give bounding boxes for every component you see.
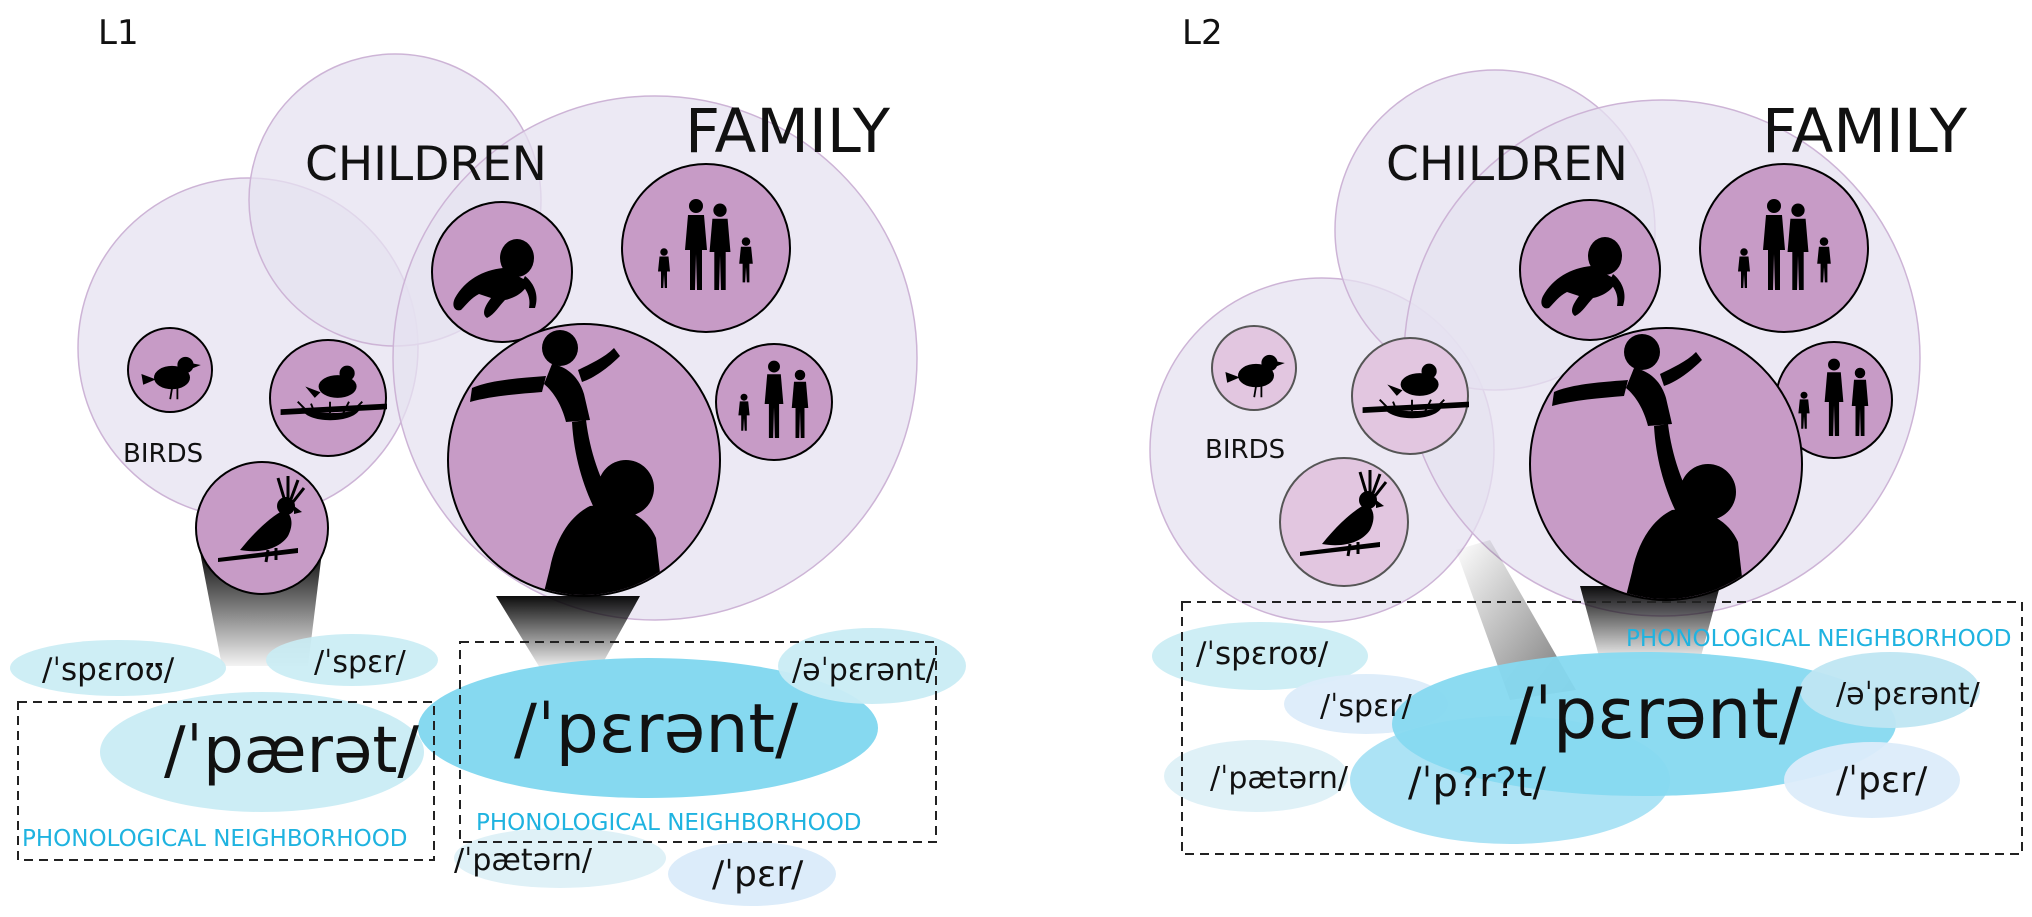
category-birds-l2: BIRDS [1205, 435, 1285, 465]
blob-parent-l1 [418, 658, 878, 798]
word-pattern-l1: /ˈpætərn/ [454, 843, 593, 878]
word-parent-l2: /ˈpɛrənt/ [1510, 673, 1803, 755]
blob-pattern-l2 [1164, 740, 1348, 812]
word-sparrow-l1: /ˈspɛroʊ/ [42, 652, 175, 688]
word-apparent-l2: /əˈpɛrənt/ [1836, 677, 1981, 712]
word-pair-l2: /ˈpɛr/ [1836, 760, 1928, 801]
blob-sparrow-l2 [1152, 622, 1368, 690]
panel-label-l2: L2 [1182, 13, 1223, 53]
word-pair-l1: /ˈpɛr/ [712, 854, 804, 895]
neighborhood-box-l2 [1181, 601, 2023, 855]
word-spur-l1: /ˈspɛr/ [314, 645, 407, 680]
neighborhood-label-parrot-l1: PHONOLOGICAL NEIGHBORHOOD [22, 826, 408, 852]
category-birds-l1: BIRDS [123, 439, 203, 469]
panel-l2: L2 CHILDREN FAMILY BIRDS [1149, 13, 2023, 855]
blob-parent-l2 [1392, 652, 1896, 796]
panel-label-l1: L1 [98, 13, 139, 53]
word-parent-l1: /ˈpɛrənt/ [514, 690, 798, 769]
concept-nest-l1 [269, 339, 387, 457]
beam-parent-l2 [1580, 586, 1720, 660]
word-sparrow-l2: /ˈspɛroʊ/ [1196, 636, 1329, 672]
blob-pair-l1 [668, 842, 836, 906]
blob-sparrow-l1 [10, 640, 226, 696]
panel-l1: L1 CHILDREN FAMILY BIRDS [10, 13, 966, 906]
category-family-l1: FAMILY [685, 96, 891, 167]
blob-apparent-l1 [778, 628, 966, 704]
blob-pair-l2 [1784, 742, 1960, 818]
blob-parrot-l1 [100, 692, 424, 812]
blob-spur-l1 [266, 634, 438, 686]
beam-parent-l1 [496, 596, 640, 668]
word-apparent-l1: /əˈpɛrənt/ [792, 653, 937, 688]
blob-apparent-l2 [1800, 652, 1980, 728]
word-parrot-uncertain-l2: /ˈp?r?t/ [1408, 760, 1546, 806]
neighborhood-label-l2: PHONOLOGICAL NEIGHBORHOOD [1626, 626, 2012, 652]
category-children-l2: CHILDREN [1386, 137, 1628, 192]
word-pattern-l2: /ˈpætərn/ [1210, 761, 1349, 796]
neighborhood-box-parrot-l1 [17, 701, 435, 861]
category-children-l1: CHILDREN [305, 137, 547, 192]
word-target-l1: /ˈpærət/ [164, 714, 419, 788]
neighborhood-label-parent-l1: PHONOLOGICAL NEIGHBORHOOD [476, 810, 862, 836]
concept-nest-l2 [1351, 337, 1469, 455]
category-family-l2: FAMILY [1762, 96, 1968, 167]
neighborhood-box-parent-l1 [459, 641, 937, 843]
word-spur-l2: /ˈspɛr/ [1320, 689, 1413, 724]
